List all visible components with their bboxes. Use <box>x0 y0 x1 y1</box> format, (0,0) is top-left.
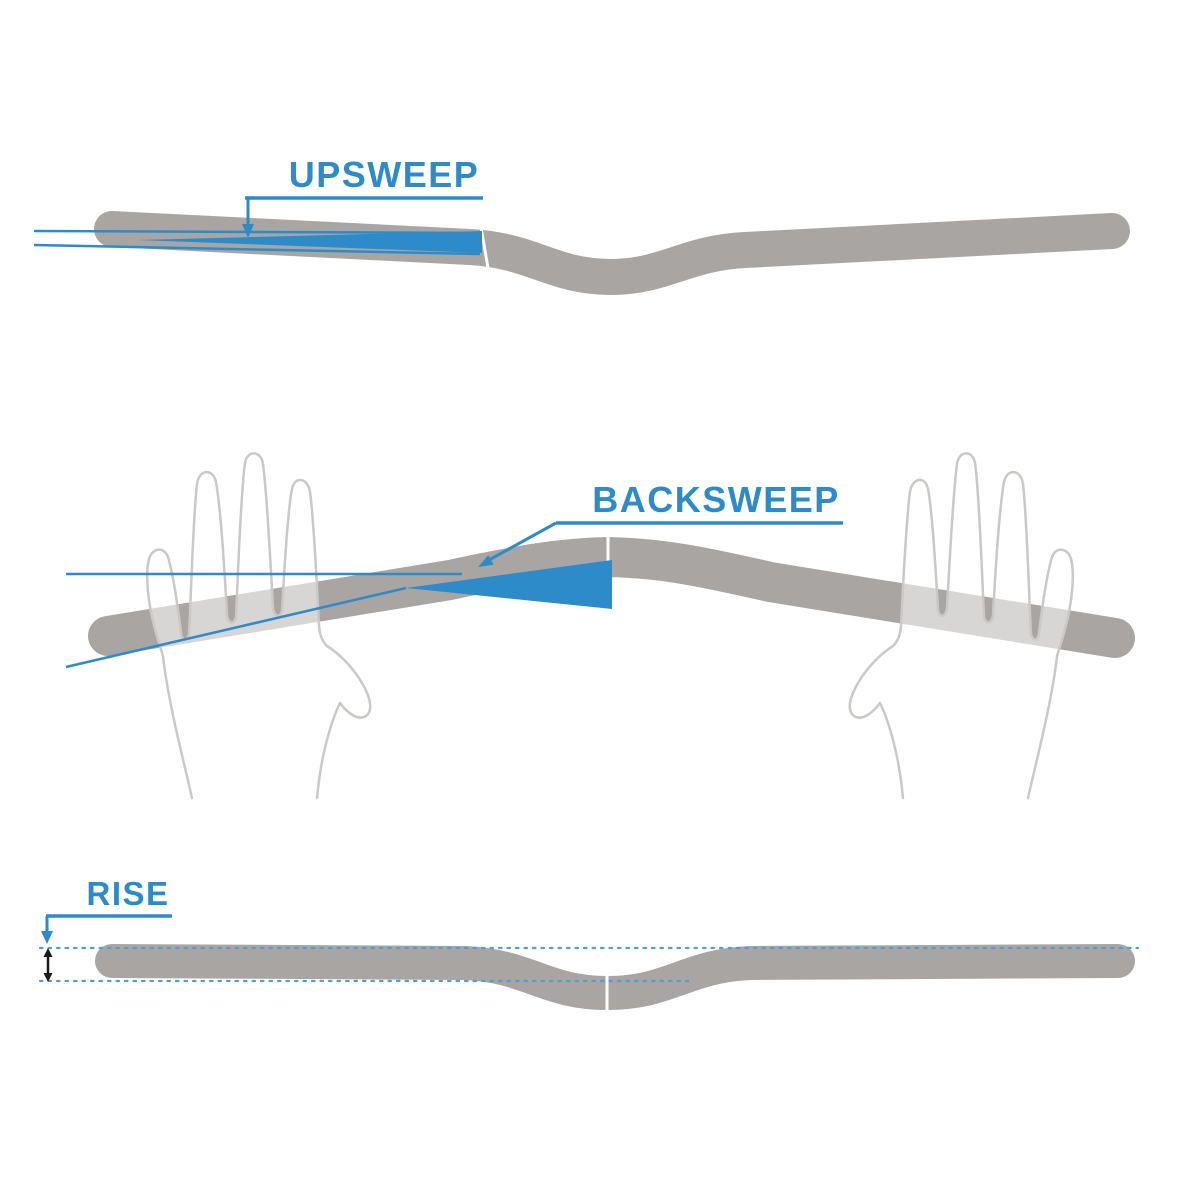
right-hand-outline <box>848 452 1075 800</box>
upsweep-label: UPSWEEP <box>289 154 480 195</box>
arrow-down-left-icon <box>478 555 494 567</box>
arrow-down-icon <box>242 224 254 238</box>
upsweep-panel: UPSWEEP <box>33 154 1130 295</box>
handlebar-front-view <box>94 211 1130 295</box>
backsweep-leader-line <box>488 521 557 562</box>
backsweep-angle-wedge <box>406 560 612 609</box>
clamp-center-gap <box>479 226 490 269</box>
backsweep-axis-line <box>65 586 407 669</box>
backsweep-label: BACKSWEEP <box>592 479 840 520</box>
backsweep-panel: BACKSWEEP <box>65 452 1135 800</box>
arrow-down-icon <box>43 973 53 982</box>
handlebar-front-view-rise <box>95 944 1135 1010</box>
arrow-up-icon <box>43 948 53 957</box>
upsweep-axis-line <box>33 243 481 256</box>
upsweep-angle-wedge <box>138 231 482 253</box>
upsweep-reference-line <box>33 229 481 235</box>
rise-panel: RISE <box>38 875 1140 1012</box>
rise-label: RISE <box>86 875 169 912</box>
arrow-down-icon <box>41 931 53 944</box>
left-hand-outline <box>145 452 372 800</box>
